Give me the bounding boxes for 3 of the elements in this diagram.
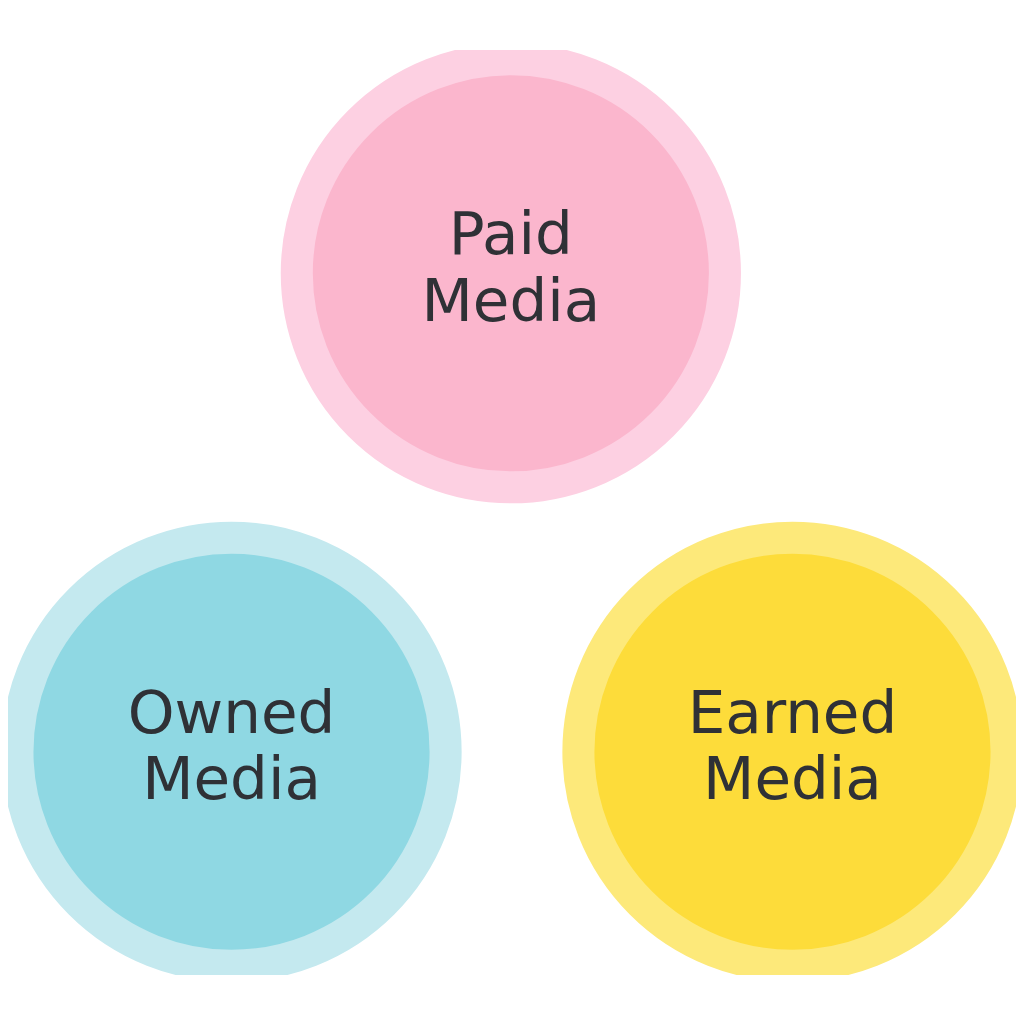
node-circle: Owned Media xyxy=(8,521,462,975)
node-circle: Paid Media xyxy=(280,49,741,503)
node-circle: Earned Media xyxy=(562,521,1016,975)
